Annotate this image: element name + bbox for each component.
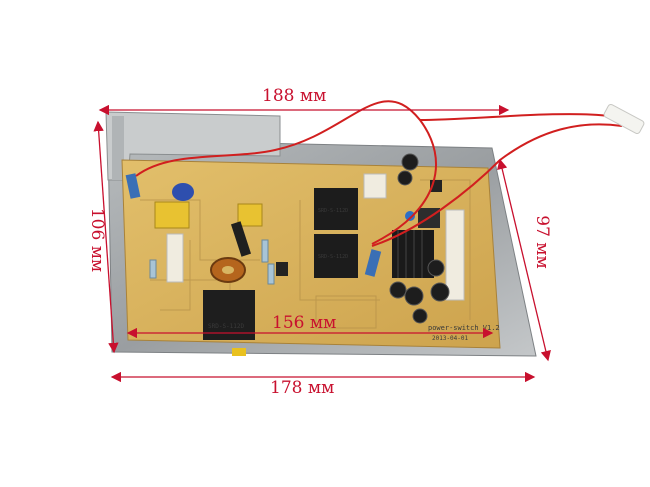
blue-capacitor [172, 183, 194, 201]
film-capacitor [237, 203, 263, 227]
silkscreen-date: 2013-04-01 [432, 335, 469, 342]
white-connector [363, 173, 387, 199]
black-component [230, 221, 252, 257]
blue-terminal [125, 173, 141, 199]
relay-mid-1 [314, 188, 358, 230]
relay-mid-2 [314, 234, 358, 278]
dimension-label-top: 188 мм [262, 86, 327, 106]
heatsink [392, 230, 434, 278]
dimension-line-left [93, 120, 119, 354]
resistors [149, 239, 275, 285]
red-wire [419, 113, 611, 121]
warning-sticker [232, 348, 246, 356]
blue-terminal [364, 249, 382, 277]
white-sleeve [603, 103, 645, 135]
dimension-label-right: 97 мм [532, 215, 552, 269]
white-connector [445, 209, 465, 301]
dimension-label-bottom: 178 мм [270, 378, 335, 398]
dimension-line-right [497, 158, 551, 362]
relay-main-label: SRD-S-112D [208, 323, 245, 330]
electrolytic-capacitors [389, 153, 450, 324]
silkscreen-name: power-switch V1.2 [428, 324, 500, 332]
white-connector [166, 233, 184, 283]
ic-chip [276, 262, 288, 276]
film-capacitor [154, 201, 190, 229]
dimension-label-inner: 156 мм [272, 313, 337, 333]
relay-mid-1-label: SRD-S-112D [318, 208, 348, 214]
dimension-label-left: 106 мм [87, 207, 107, 273]
relay-mid-2-label: SRD-S-112D [318, 254, 348, 260]
